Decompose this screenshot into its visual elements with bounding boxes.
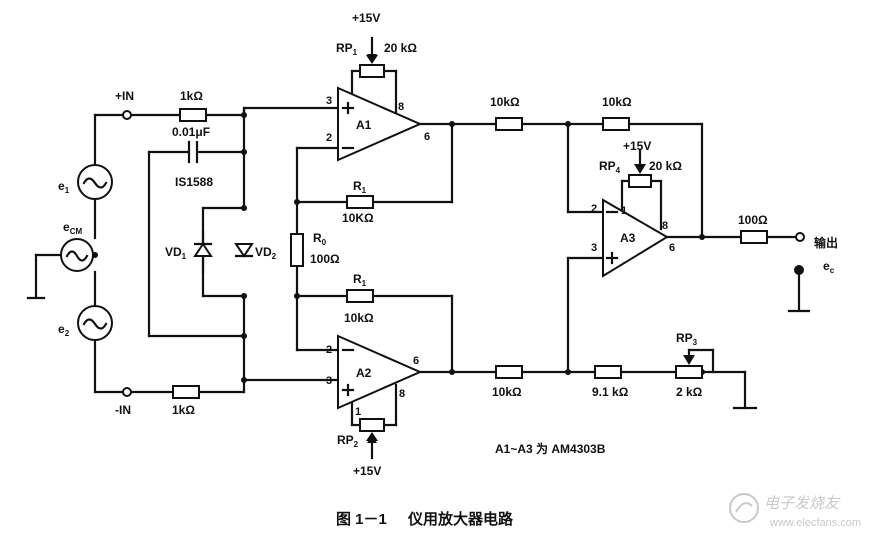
resistor-in-top bbox=[179, 108, 207, 122]
svg-text:3: 3 bbox=[326, 375, 332, 387]
output-terminal bbox=[795, 232, 805, 242]
output-label: 输出 bbox=[814, 235, 838, 250]
rp1-value: 20 kΩ bbox=[384, 41, 417, 55]
ic-part-label: IS1588 bbox=[175, 175, 213, 189]
cap-value: 0.01μF bbox=[172, 125, 210, 139]
svg-text:8: 8 bbox=[399, 388, 405, 400]
rp1-label: RP1 bbox=[336, 41, 358, 57]
rp2-label: RP2 bbox=[337, 433, 359, 449]
r0-label: R0 bbox=[313, 231, 327, 247]
rp3-label: RP3 bbox=[676, 331, 698, 347]
svg-text:6: 6 bbox=[413, 355, 419, 367]
opamp-a1 bbox=[337, 86, 423, 162]
resistor-9k1 bbox=[594, 365, 622, 379]
capacitor bbox=[187, 140, 199, 164]
r-in-bottom-value: 1kΩ bbox=[172, 403, 195, 417]
ecm-label: eCM bbox=[63, 220, 82, 236]
r1-top-label: R1 bbox=[353, 179, 367, 195]
resistor-in-bottom bbox=[172, 385, 200, 399]
vd1-label: VD1 bbox=[165, 245, 187, 261]
potentiometer-rp3 bbox=[675, 355, 703, 379]
source-ecm bbox=[60, 238, 94, 272]
supply-bottom-label: +15V bbox=[353, 464, 381, 478]
resistor-a3-feedback bbox=[602, 117, 630, 131]
resistor-a2-out bbox=[495, 365, 523, 379]
r-9k1-value: 9.1 kΩ bbox=[592, 385, 629, 399]
output-ground-terminal bbox=[794, 265, 804, 275]
minus-in-label: -IN bbox=[115, 403, 131, 417]
r1-bottom-label: R1 bbox=[353, 272, 367, 288]
r-a3-feedback-value: 10kΩ bbox=[602, 95, 632, 109]
diode-vd2 bbox=[234, 243, 254, 258]
opamp-a2 bbox=[337, 334, 423, 410]
r-out-value: 100Ω bbox=[738, 213, 768, 227]
rp3-value: 2 kΩ bbox=[676, 385, 703, 399]
e1-label: e1 bbox=[58, 179, 70, 195]
resistor-out bbox=[740, 230, 768, 244]
figure-number: 图 1－1 bbox=[336, 511, 387, 528]
svg-text:1: 1 bbox=[621, 205, 627, 217]
svg-text:3: 3 bbox=[326, 95, 332, 107]
diode-vd1 bbox=[193, 230, 213, 274]
r1-top-value: 10KΩ bbox=[342, 211, 374, 225]
supply-top-label: +15V bbox=[352, 11, 380, 25]
svg-text:2: 2 bbox=[326, 344, 332, 356]
source-e2 bbox=[77, 305, 113, 341]
supply-a3-label: +15V bbox=[623, 139, 651, 153]
svg-text:2: 2 bbox=[591, 203, 597, 215]
svg-text:2: 2 bbox=[326, 132, 332, 144]
potentiometer-rp4 bbox=[628, 148, 652, 188]
resistor-r0 bbox=[290, 233, 304, 267]
rp4-label: RP4 bbox=[599, 159, 621, 175]
rp4-value: 20 kΩ bbox=[649, 159, 682, 173]
opamp-a2-label: A2 bbox=[356, 366, 372, 380]
opamp-a1-label: A1 bbox=[356, 118, 372, 132]
svg-text:8: 8 bbox=[398, 101, 404, 113]
svg-text:6: 6 bbox=[669, 242, 675, 254]
plus-in-label: +IN bbox=[115, 89, 134, 103]
potentiometer-rp2 bbox=[359, 418, 385, 441]
supply-arrow-top bbox=[367, 54, 377, 62]
supply-arrow-bottom bbox=[367, 435, 377, 443]
svg-text:8: 8 bbox=[662, 220, 668, 232]
watermark-logo: 电子发烧友 www.elecfans.com bbox=[729, 493, 861, 529]
watermark-text: 电子发烧友 bbox=[764, 495, 841, 512]
resistor-r1-bottom bbox=[346, 289, 374, 303]
opamp-a3 bbox=[602, 198, 669, 278]
r-in-top-value: 1kΩ bbox=[180, 89, 203, 103]
vd2-label: VD2 bbox=[255, 245, 277, 261]
r0-value: 100Ω bbox=[310, 252, 340, 266]
potentiometer-rp1 bbox=[359, 55, 385, 78]
r-a2-out-value: 10kΩ bbox=[492, 385, 522, 399]
r-a1-out-value: 10kΩ bbox=[490, 95, 520, 109]
svg-text:3: 3 bbox=[591, 242, 597, 254]
figure-title: 仪用放大器电路 bbox=[407, 510, 514, 528]
eo-label: ec bbox=[823, 259, 835, 275]
labels: +15V RP1 20 kΩ +IN 1kΩ 0.01μF IS1588 e1 … bbox=[58, 11, 838, 528]
opamp-note: A1~A3 为 AM4303B bbox=[495, 441, 606, 456]
plus-in-terminal bbox=[122, 110, 132, 120]
e2-label: e2 bbox=[58, 322, 70, 338]
svg-text:1: 1 bbox=[355, 406, 361, 418]
resistor-r1-top bbox=[346, 195, 374, 209]
opamp-a3-label: A3 bbox=[620, 231, 636, 245]
source-e1 bbox=[77, 164, 113, 200]
svg-text:6: 6 bbox=[424, 131, 430, 143]
resistor-a1-out bbox=[495, 117, 523, 131]
watermark-url: www.elecfans.com bbox=[769, 517, 861, 529]
r1-bottom-value: 10kΩ bbox=[344, 311, 374, 325]
minus-in-terminal bbox=[122, 387, 132, 397]
